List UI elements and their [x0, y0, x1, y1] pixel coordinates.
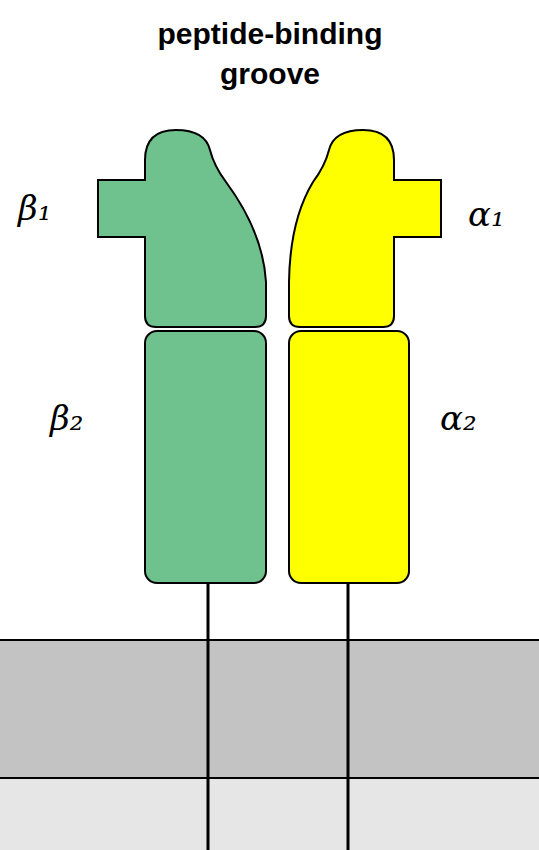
membrane-band: [0, 640, 539, 778]
alpha2-domain: [289, 331, 409, 583]
domain-label: β₂: [50, 398, 83, 438]
alpha1-domain: [289, 130, 441, 327]
beta1-domain: [98, 130, 266, 327]
membrane-edge: [0, 777, 539, 779]
cytoplasm-ground: [0, 778, 539, 850]
beta2-domain: [145, 331, 266, 583]
domain-label: α₂: [440, 398, 477, 438]
domain-label: β₁: [18, 188, 51, 228]
transmembrane-stem: [207, 583, 210, 850]
diagram-title: peptide-binding groove: [130, 14, 410, 94]
domain-label: α₁: [468, 194, 505, 234]
membrane-edge: [0, 639, 539, 641]
transmembrane-stem: [347, 583, 350, 850]
